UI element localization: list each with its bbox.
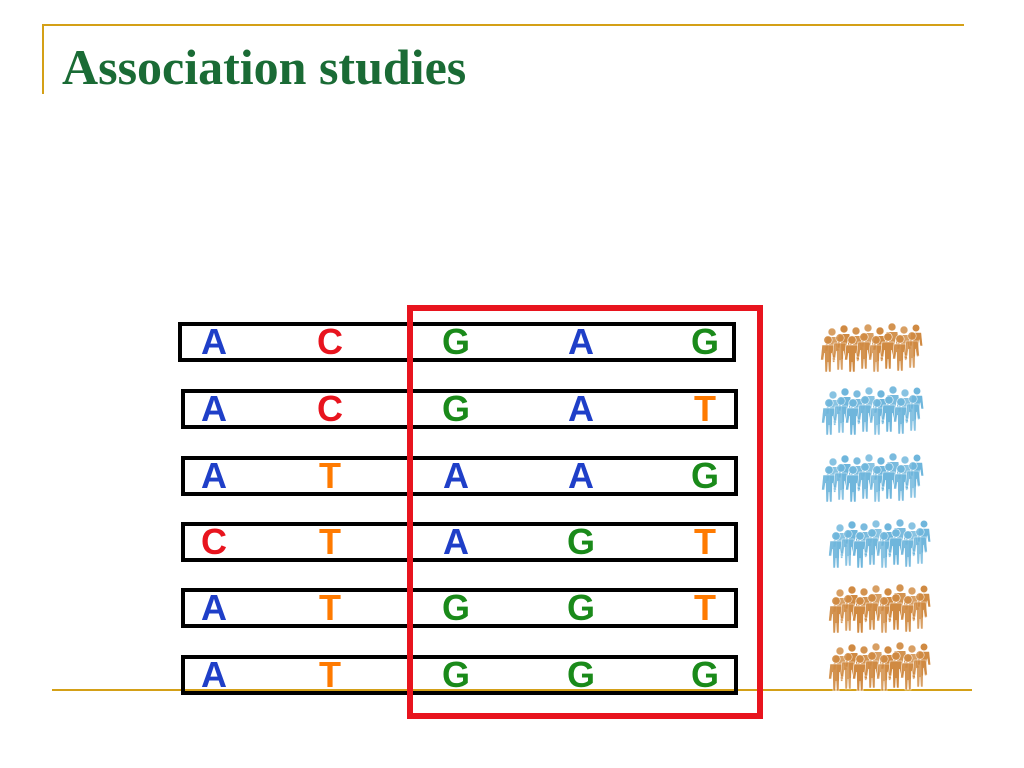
people-group-icon	[828, 583, 938, 641]
base-6-1: A	[201, 654, 227, 695]
base-2-2: C	[317, 388, 343, 429]
base-6-3: G	[441, 654, 471, 695]
base-3-2: T	[319, 455, 341, 496]
base-3-5: G	[690, 455, 720, 496]
base-1-1: A	[201, 321, 227, 362]
base-4-1: C	[201, 521, 227, 562]
base-6-4: G	[566, 654, 596, 695]
bottom-rule	[52, 689, 972, 691]
base-4-2: T	[319, 521, 341, 562]
base-4-4: G	[566, 521, 596, 562]
base-5-4: G	[566, 587, 596, 628]
base-3-4: A	[568, 455, 594, 496]
base-1-4: A	[568, 321, 594, 362]
base-5-1: A	[201, 587, 227, 628]
base-3-3: A	[443, 455, 469, 496]
base-2-4: A	[568, 388, 594, 429]
base-5-3: G	[441, 587, 471, 628]
slide-title: Association studies	[62, 39, 467, 95]
base-5-2: T	[319, 587, 341, 628]
base-2-5: T	[694, 388, 716, 429]
people-group-icon	[828, 518, 938, 576]
people-group-icon	[828, 641, 938, 699]
base-3-1: A	[201, 455, 227, 496]
base-4-5: T	[694, 521, 716, 562]
base-6-5: G	[690, 654, 720, 695]
base-2-1: A	[201, 388, 227, 429]
people-group-icon	[820, 322, 930, 380]
base-2-3: G	[441, 388, 471, 429]
base-1-2: C	[317, 321, 343, 362]
left-rule	[42, 24, 44, 94]
people-group-icon	[821, 452, 931, 510]
base-5-5: T	[694, 587, 716, 628]
base-4-3: A	[443, 521, 469, 562]
base-6-2: T	[319, 654, 341, 695]
highlight-box	[407, 305, 763, 719]
people-group-icon	[821, 385, 931, 443]
top-rule	[44, 24, 964, 26]
base-1-3: G	[441, 321, 471, 362]
base-1-5: G	[690, 321, 720, 362]
